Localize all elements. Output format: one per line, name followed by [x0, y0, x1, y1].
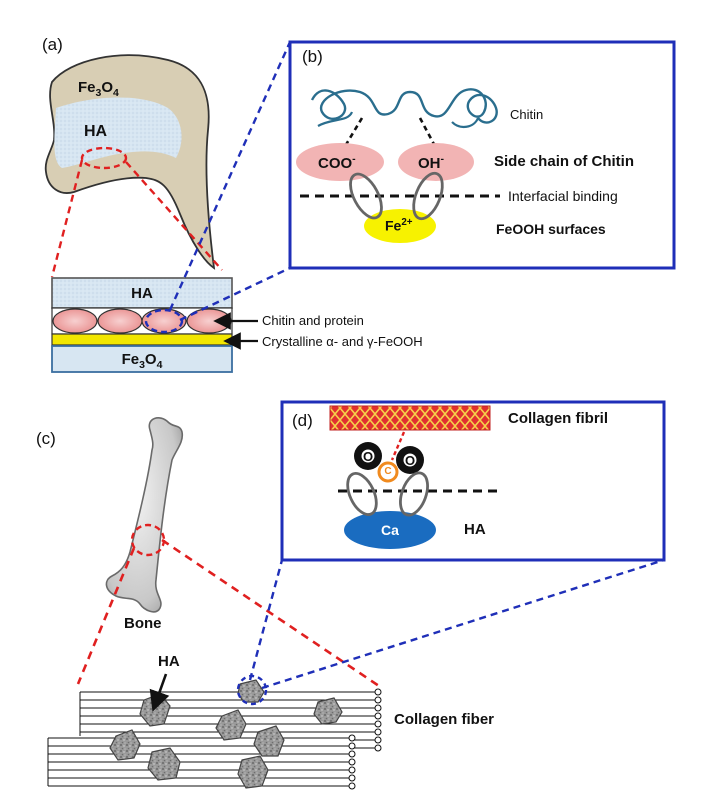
arrow-label-chitin-protein: Chitin and protein	[262, 313, 364, 328]
side-chain-label: Side chain of Chitin	[494, 153, 635, 170]
coo-group	[296, 143, 384, 181]
tooth-inner-ha-label: HA	[84, 123, 108, 140]
bone-shape	[105, 417, 184, 613]
tooth-zoom-ellipse	[80, 146, 128, 170]
collagen-fiber-label: Collagen fiber	[394, 711, 495, 728]
layer-zoom-ellipse	[144, 308, 184, 334]
ha-crystal-label: HA	[158, 653, 180, 670]
panel-b-graphics	[288, 40, 676, 270]
tooth-outer-fe3o4-label: Fe3O4	[78, 79, 119, 99]
panel-d-label: (d)	[292, 411, 313, 430]
layer-fe3o4	[51, 345, 233, 373]
collagen-bundle-front	[47, 734, 356, 790]
carbon-atom	[377, 461, 399, 483]
radula-tooth-inner-ha	[54, 97, 182, 168]
calcium-ion	[344, 511, 436, 549]
layer-ha	[51, 277, 233, 309]
interfacial-binding-label: Interfacial binding	[508, 188, 618, 204]
panel-d-graphics	[280, 400, 666, 562]
oxygen-left-label: O	[362, 449, 374, 464]
calcium-label: Ca	[381, 522, 399, 538]
layer-feooh	[51, 333, 233, 346]
layer-ha-label: HA	[131, 285, 153, 302]
panel-b-label: (b)	[302, 47, 323, 66]
carbon-label: C	[384, 466, 392, 477]
layer-fe3o4-label: Fe3O4	[121, 351, 163, 371]
bone-label: Bone	[124, 615, 162, 632]
arrow-label-feooh: Crystalline α- and γ-FeOOH	[262, 334, 423, 349]
collagen-fibril-label: Collagen fibril	[508, 410, 609, 427]
oh-label: OH-	[418, 153, 444, 172]
chitin-label: Chitin	[510, 107, 544, 122]
fe-ion-label: Fe2+	[385, 217, 413, 234]
feooh-surfaces-label: FeOOH surfaces	[496, 221, 606, 237]
oxygen-right-label: O	[404, 453, 416, 468]
oh-group	[398, 143, 474, 181]
panel-a-label: (a)	[42, 35, 63, 54]
panel-a-graphics	[44, 41, 292, 373]
panel-c-graphics	[47, 417, 665, 790]
chitin-strand	[310, 88, 498, 124]
coo-label: COO-	[318, 153, 356, 172]
ha-mineral-label: HA	[464, 521, 486, 538]
layer-chitin-row	[51, 307, 233, 335]
collagen-fibril-band	[329, 405, 491, 431]
panel-c-label: (c)	[36, 429, 56, 448]
